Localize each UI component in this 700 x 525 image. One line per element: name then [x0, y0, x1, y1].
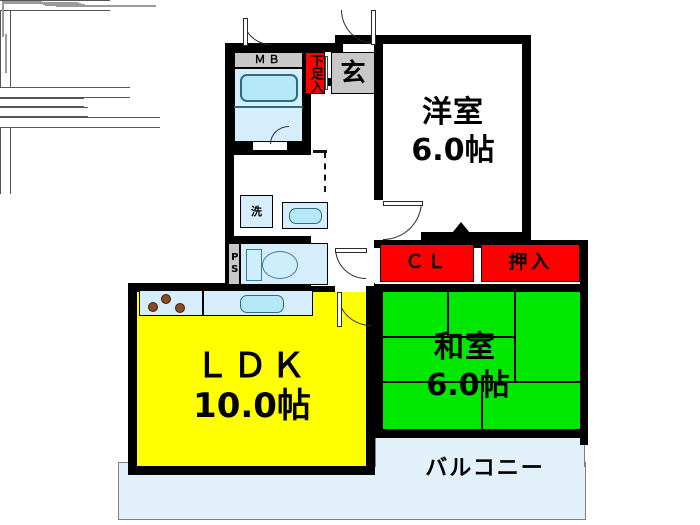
- toilet-door-leaf: [335, 248, 367, 253]
- wall-ldk-top-left: [128, 283, 335, 292]
- shoe-cabinet-box: [305, 52, 325, 94]
- washroom-sliding-door: [324, 152, 328, 192]
- ldk-window-bottom: [0, 2, 130, 98]
- ldk-name-label: ＬＤＫ: [195, 346, 309, 387]
- toilet-tank: [246, 249, 262, 281]
- vanity-basin: [289, 208, 322, 224]
- wall-washroom-top: [225, 148, 335, 155]
- ldk-door-leaf: [337, 292, 342, 327]
- wall-ldk-left: [128, 283, 137, 475]
- wall-right-mb: [303, 43, 311, 148]
- bedroom-name-label: 洋室: [422, 95, 484, 131]
- balcony-label: バルコニー: [425, 456, 545, 482]
- pipe-shaft-box: [228, 243, 240, 285]
- stove-burner-3: [175, 303, 185, 313]
- washroom-door-head: [313, 150, 327, 153]
- ldk-size-label: 10.0帖: [193, 386, 311, 427]
- shoe-cabinet-door-line: [325, 56, 328, 90]
- washitsu-window-bottom: [0, 2, 160, 128]
- stove-burner-1: [148, 302, 158, 312]
- wall-ldk-bottom: [128, 466, 375, 475]
- toilet-bowl: [262, 251, 298, 279]
- entrance-door-leaf: [371, 10, 376, 45]
- wall-right-bedroom: [522, 35, 531, 240]
- tatami-line-2: [383, 336, 447, 338]
- wall-washitsu-left: [374, 284, 383, 438]
- washitsu-door-left: [0, 2, 11, 194]
- unit-bath-door-leaf: [243, 18, 248, 46]
- bathtub-fixture: [240, 74, 298, 102]
- unit-bath-label-box: [234, 52, 303, 68]
- wall-closet-right: [580, 240, 588, 445]
- wall-toilet-top: [225, 236, 335, 243]
- stove-burner-2: [161, 294, 171, 304]
- wall-top-left-block: [225, 43, 343, 52]
- balcony-area-right: [375, 437, 585, 467]
- closet-oshiire-box[interactable]: [481, 244, 580, 282]
- pipe-shaft-label: PS: [229, 252, 241, 276]
- unit-bath-bottom-opening: [253, 142, 287, 150]
- bedroom-door-leaf: [383, 201, 423, 206]
- washer-label: 洗: [251, 204, 262, 218]
- washitsu-name-label: 和室: [434, 330, 496, 366]
- tatami-line-3: [447, 336, 515, 338]
- washitsu-size-label: 6.0帖: [426, 368, 510, 404]
- wall-corridor-bedroom: [374, 43, 383, 248]
- wall-bedroom-bottom: [421, 232, 522, 240]
- wall-ldk-right: [366, 283, 375, 475]
- bedroom-door-opening: [374, 200, 383, 240]
- ldk-room: [137, 292, 366, 466]
- tatami-line-4: [514, 292, 516, 382]
- entrance-label: 玄: [340, 57, 366, 87]
- closet-cl-label: ＣＬ: [404, 251, 449, 274]
- kitchen-sink-basin: [240, 295, 284, 313]
- closet-cl-door-track: [0, 1, 84, 107]
- entrance-area: [331, 52, 375, 94]
- closet-cl-box[interactable]: [380, 244, 474, 282]
- tatami-line-6: [481, 381, 483, 429]
- closet-oshiire-label: 押入: [508, 251, 553, 274]
- wall-top-bedroom: [383, 35, 531, 44]
- bedroom-bottom-notch: [452, 222, 470, 233]
- unit-bath-label: ＭＢ: [254, 53, 283, 67]
- bedroom-size-label: 6.0帖: [411, 133, 495, 169]
- wall-washitsu-bottom: [374, 429, 588, 438]
- closet-oshiire-door-track: [0, 1, 88, 117]
- toilet-door-opening: [328, 248, 335, 282]
- washer-space: [240, 195, 273, 228]
- shoe-cabinet-label: 下足入: [307, 53, 323, 93]
- tatami-line-1: [447, 292, 449, 337]
- bath-divider: [234, 106, 303, 108]
- ldk-door-opening: [337, 283, 366, 292]
- wall-left-bath-corridor: [225, 43, 234, 290]
- wall-closet-bottom: [374, 284, 588, 292]
